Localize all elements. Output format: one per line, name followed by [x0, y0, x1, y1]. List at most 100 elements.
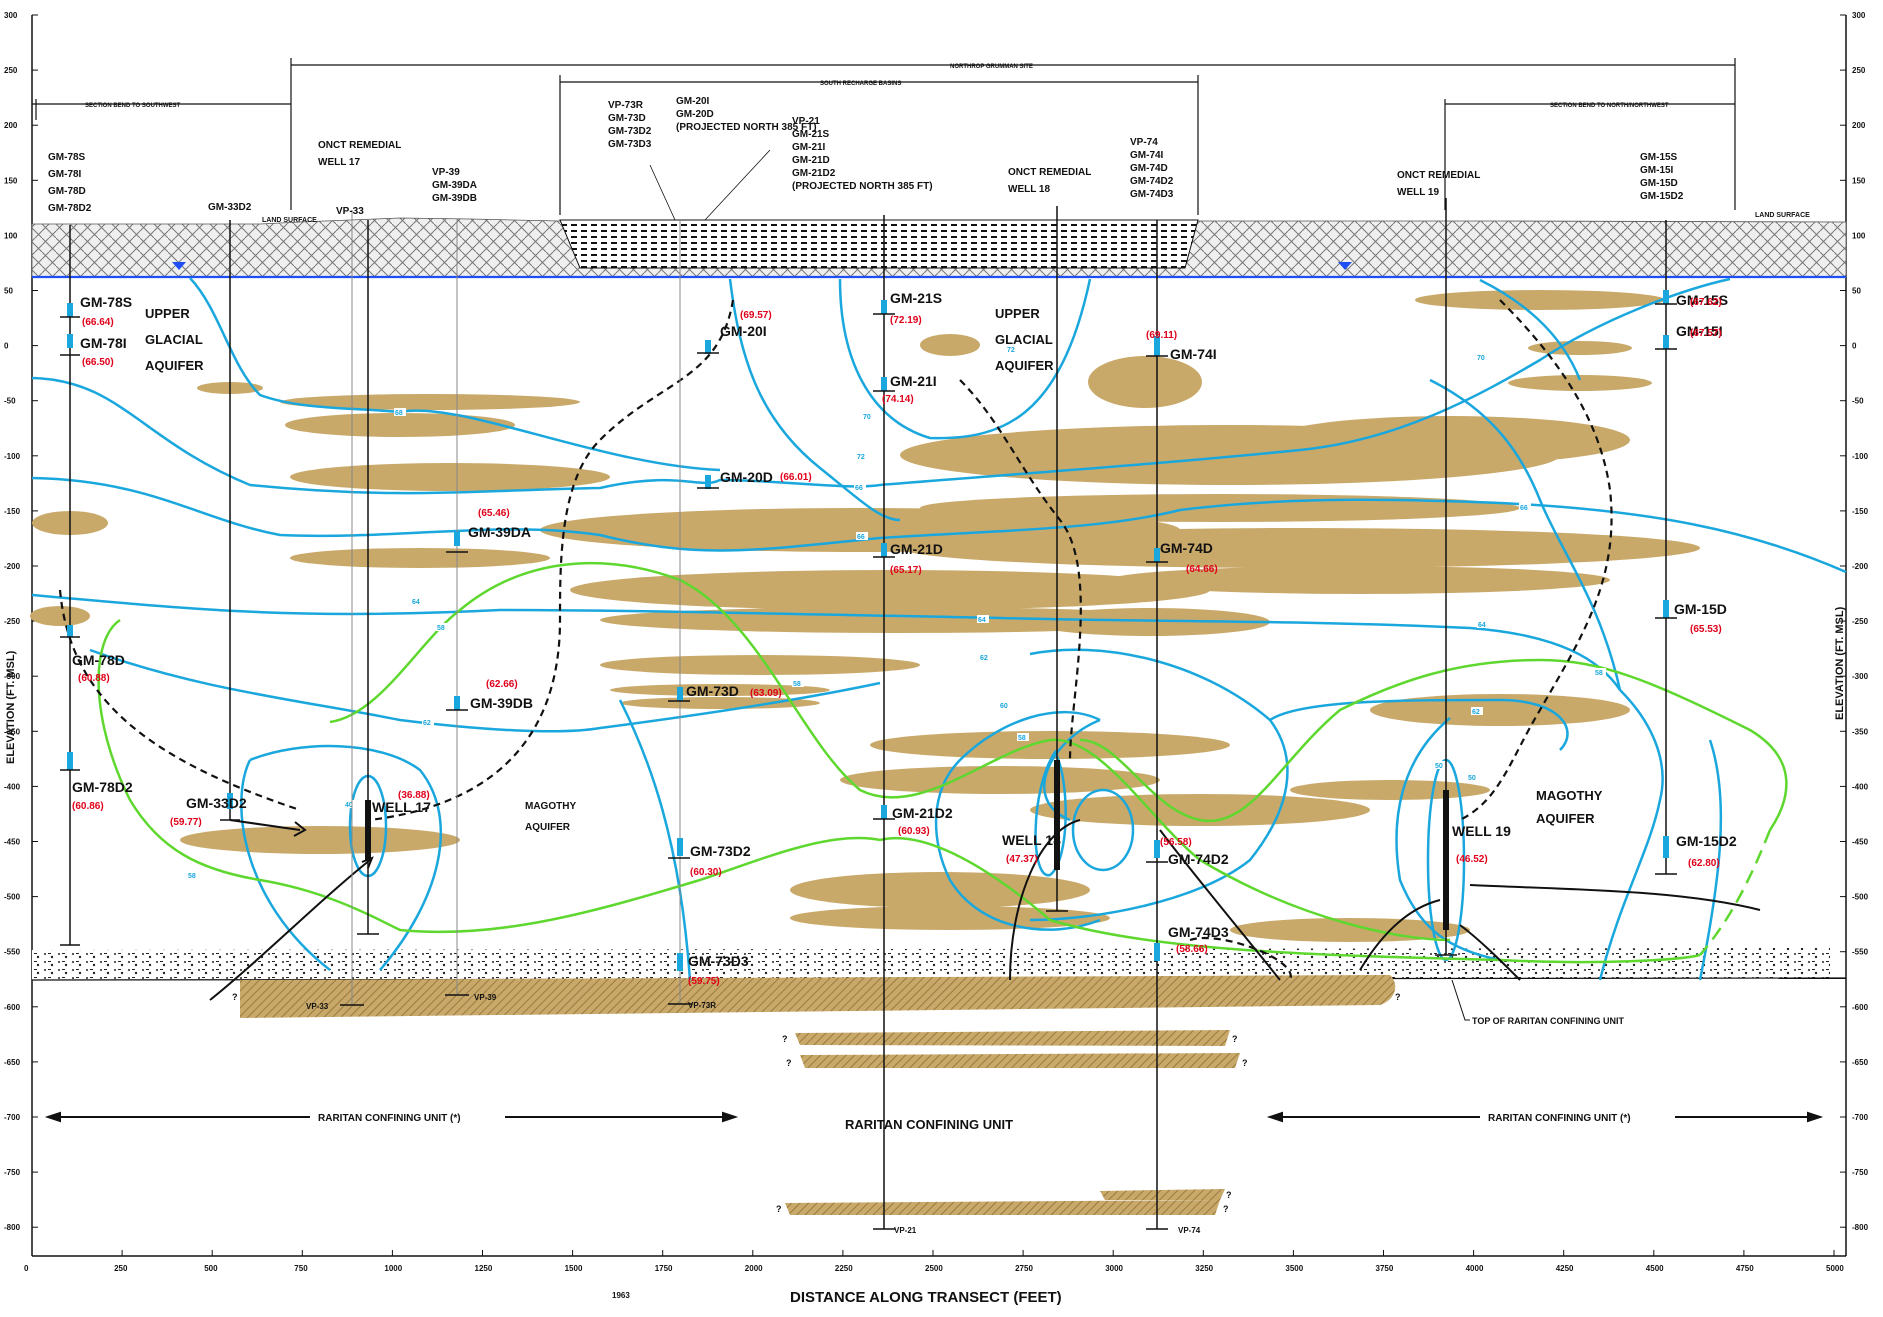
contour-label-bg [999, 701, 1011, 709]
raritan-clay-lenses [240, 975, 1396, 1215]
svg-text:GLACIAL: GLACIAL [995, 332, 1053, 347]
leader-lines [649, 149, 771, 221]
svg-text:UPPER: UPPER [995, 306, 1040, 321]
y-tick-label-right: -550 [1852, 948, 1869, 957]
y-tick-label-right: -150 [1852, 507, 1869, 516]
header-vp73-line: GM-73D3 [608, 139, 652, 150]
y-tick-label-left: -100 [4, 452, 21, 461]
top-raritan-leader [1451, 979, 1470, 1021]
y-tick-label-left: -750 [4, 1168, 21, 1177]
x-tick-label: 3000 [1105, 1264, 1123, 1273]
raritan-right-arrow [1266, 1111, 1824, 1123]
upper-glacial-label-2: UPPER GLACIAL AQUIFER [995, 306, 1054, 373]
contour-label-bg [979, 653, 991, 661]
svg-text:MAGOTHY: MAGOTHY [1536, 788, 1603, 803]
header-well17-line: ONCT REMEDIAL [318, 140, 401, 151]
header-vp33-line: VP-33 [336, 206, 364, 217]
y-tick-label-left: 150 [4, 176, 18, 185]
x-tick-label: 2250 [835, 1264, 853, 1273]
well-label-gm-74d3: GM-74D3 [1168, 924, 1229, 940]
well-label-gm-15s: GM-15S [1676, 292, 1728, 308]
contour-value-label: 64 [412, 599, 420, 606]
x-tick-label: 3500 [1285, 1264, 1303, 1273]
contour-value-label: 70 [1477, 355, 1485, 362]
well-value-gm-74d: (64.66) [1186, 564, 1218, 575]
svg-text:?: ? [1395, 992, 1401, 1002]
y-tick-label-left: -50 [4, 397, 16, 406]
y-tick-label-right: -650 [1852, 1058, 1869, 1067]
header-vp21-line: (PROJECTED NORTH 385 FT) [792, 181, 933, 192]
raritan-left-arrow [44, 1111, 739, 1123]
y-tick-label-right: 200 [1852, 121, 1866, 130]
header-vp21-line: GM-21I [792, 142, 826, 153]
contour-label-bg [394, 408, 406, 416]
raritan-right-label: RARITAN CONFINING UNIT (*) [1488, 1113, 1631, 1124]
y-tick-label-right: -200 [1852, 562, 1869, 571]
well-label-gm-39da: GM-39DA [468, 524, 531, 540]
well-label-gm-21i: GM-21I [890, 373, 937, 389]
header-gm78-line: GM-78S [48, 152, 86, 163]
y-tick-label-left: -400 [4, 782, 21, 791]
well-value-gm-15d2: (62.80) [1688, 858, 1720, 869]
well-label-gm-15i: GM-15I [1676, 323, 1723, 339]
y-tick-label-left: -200 [4, 562, 21, 571]
x-tick-label: 3750 [1376, 1264, 1394, 1273]
screen-markers [67, 290, 1669, 971]
svg-text:AQUIFER: AQUIFER [145, 358, 204, 373]
contour-label-bg [344, 800, 356, 808]
contour-label-bg [1434, 761, 1446, 769]
y-tick-label-left: 250 [4, 66, 18, 75]
well-tabs [60, 303, 1677, 1230]
x-tick-label: 4750 [1736, 1264, 1754, 1273]
sand-lenses [30, 290, 1700, 942]
raritan-left-label: RARITAN CONFINING UNIT (*) [318, 1113, 461, 1124]
svg-text:AQUIFER: AQUIFER [1536, 811, 1595, 826]
green-contours [97, 561, 1788, 964]
contour-label-bg [792, 679, 804, 687]
well-label-well-19: WELL 19 [1452, 823, 1511, 839]
y-tick-label-right: 150 [1852, 176, 1866, 185]
header-gm20-line: GM-20I [676, 96, 710, 107]
well-label-gm-21d2: GM-21D2 [892, 805, 953, 821]
contour-value-label: 50 [1468, 775, 1476, 782]
header-vp73-line: GM-73D2 [608, 126, 652, 137]
well-label-well-17: WELL 17 [372, 799, 431, 815]
well-label-gm-39db: GM-39DB [470, 695, 533, 711]
label-bend-nnw: SECTION BEND TO NORTH/NORTHWEST [1550, 103, 1669, 109]
y-tick-label-right: -500 [1852, 893, 1869, 902]
span-south-recharge [559, 75, 1199, 215]
well-value-gm-15s: (67.62) [1690, 297, 1722, 308]
contour-label-bg [436, 623, 448, 631]
contour-value-label: 66 [855, 485, 863, 492]
well-value-well-18: (47.37) [1006, 854, 1038, 865]
well-value-gm-21i: (74.14) [882, 394, 914, 405]
span-northrop [290, 58, 1736, 210]
magothy-label-2: MAGOTHY AQUIFER [1536, 788, 1603, 826]
contour-label-bg [1594, 668, 1606, 676]
contour-value-label: 50 [1435, 763, 1443, 770]
x-tick-label: 0 [24, 1264, 29, 1273]
contour-value-label: 60 [1000, 703, 1008, 710]
y-tick-label-left: -800 [4, 1223, 21, 1232]
y-tick-label-right: -50 [1852, 397, 1864, 406]
contour-label-bg [1467, 773, 1479, 781]
well-label-gm-20d: GM-20D [720, 469, 773, 485]
y-tick-label-left: -350 [4, 727, 21, 736]
x-tick-label: 1750 [655, 1264, 673, 1273]
header-vp74-line: GM-74D [1130, 163, 1168, 174]
well-label-gm-33d2: GM-33D2 [186, 795, 247, 811]
y-tick-label-left: -700 [4, 1113, 21, 1122]
well-value-gm-39da: (65.46) [478, 508, 510, 519]
upper-glacial-label-1: UPPER GLACIAL AQUIFER [145, 306, 204, 373]
x-tick-label: 4250 [1556, 1264, 1574, 1273]
well-value-gm-39db: (62.66) [486, 679, 518, 690]
header-vp73-line: GM-73D [608, 113, 646, 124]
x-tick-label: 4000 [1466, 1264, 1484, 1273]
contour-value-label: 58 [1595, 670, 1603, 677]
contour-value-label: 58 [1018, 735, 1026, 742]
header-vp21-line: VP-21 [792, 116, 820, 127]
well-label-gm-15d: GM-15D [1674, 601, 1727, 617]
header-gm15-line: GM-15I [1640, 165, 1674, 176]
header-vp39-line: VP-39 [432, 167, 460, 178]
contour-label-bg [1006, 345, 1018, 353]
